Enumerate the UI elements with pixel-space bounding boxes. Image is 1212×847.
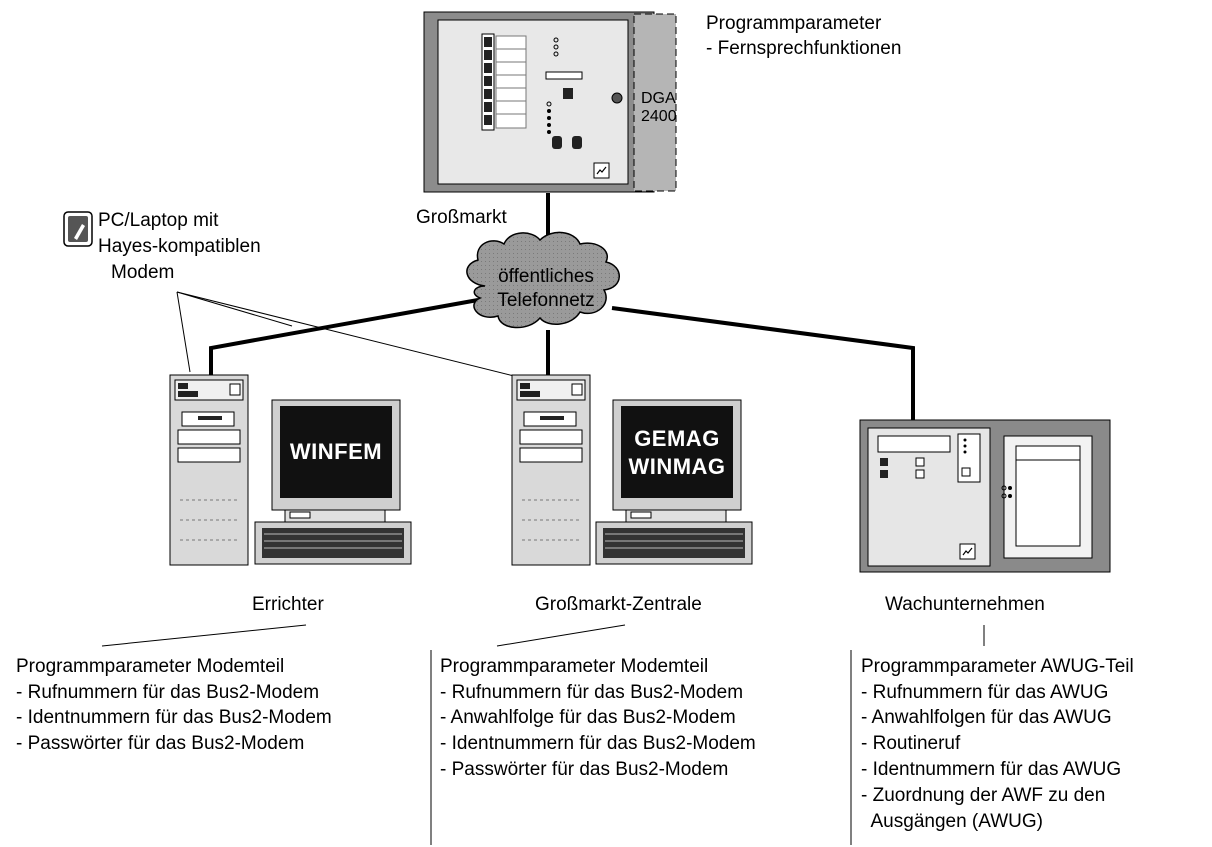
pc-note-line3: Modem xyxy=(111,262,174,283)
pc-note-line1: PC/Laptop mit xyxy=(98,210,219,231)
workstation-errichter: WINFEM xyxy=(169,374,412,566)
line-network-to-errichter xyxy=(209,298,479,375)
screen-label-line1: GEMAG xyxy=(634,426,720,451)
workstation-zentrale: GEMAG WINMAG xyxy=(511,374,753,566)
line-network-to-wachunternehmen xyxy=(611,306,915,420)
params-item: Ausgängen (AWUG) xyxy=(861,811,1043,832)
receiving-center xyxy=(859,419,1111,573)
tool-icon xyxy=(68,216,88,242)
central-front-panel xyxy=(437,19,629,185)
central-params-item: - Fernsprechfunktionen xyxy=(706,38,901,59)
central-model-label: DGA 2400 xyxy=(641,90,677,125)
receiver-display xyxy=(877,435,951,453)
params-item: - Identnummern für das Bus2-Modem xyxy=(16,707,332,728)
central-params: Programmparameter - Fernsprechfunktionen xyxy=(706,13,901,59)
receiver-logo-icon xyxy=(959,543,976,560)
parameter-pointers xyxy=(101,624,985,845)
params-item: - Rufnummern für das Bus2-Modem xyxy=(440,682,743,703)
pc-screen xyxy=(621,406,733,498)
params-item: - Identnummern für das AWUG xyxy=(861,759,1121,780)
screen-label-line2: WINMAG xyxy=(628,454,725,479)
params-zentrale: Programmparameter Modemteil - Rufnummern… xyxy=(440,656,756,780)
station-name-zentrale: Großmarkt-Zentrale xyxy=(535,594,702,615)
station-name-errichter: Errichter xyxy=(252,594,324,615)
params-item: - Routineruf xyxy=(861,733,961,754)
central-model: 2400 xyxy=(641,108,677,125)
central-params-title: Programmparameter xyxy=(706,13,882,34)
params-item: - Rufnummern für das AWUG xyxy=(861,682,1108,703)
central-label: DGA xyxy=(641,90,676,107)
pc-tower xyxy=(511,374,591,566)
params-item: - Passwörter für das Bus2-Modem xyxy=(440,759,728,780)
pc-note-pointers xyxy=(176,291,539,383)
params-title: Programmparameter AWUG-Teil xyxy=(861,656,1134,677)
params-item: - Anwahlfolge für das Bus2-Modem xyxy=(440,707,736,728)
params-title: Programmparameter Modemteil xyxy=(440,656,708,677)
params-item: - Identnummern für das Bus2-Modem xyxy=(440,733,756,754)
pc-tower xyxy=(169,374,249,566)
pc-screen xyxy=(280,406,392,498)
network-label-line1: öffentliches xyxy=(498,266,594,287)
network-label-line2: Telefonnetz xyxy=(497,290,594,311)
params-item: - Zuordnung der AWF zu den xyxy=(861,785,1105,806)
params-item: - Rufnummern für das Bus2-Modem xyxy=(16,682,319,703)
central-lock-icon xyxy=(611,92,623,104)
pc-note-line2: Hayes-kompatiblen xyxy=(98,236,261,257)
params-item: - Anwahlfolgen für das AWUG xyxy=(861,707,1112,728)
station-name-wachunternehmen: Wachunternehmen xyxy=(885,594,1045,615)
central-unit: DGA 2400 xyxy=(423,11,677,193)
params-wachunternehmen: Programmparameter AWUG-Teil - Rufnummern… xyxy=(861,656,1134,832)
central-logo-icon xyxy=(593,162,610,179)
central-side-panel xyxy=(633,13,677,192)
pc-note: PC/Laptop mit Hayes-kompatiblen Modem xyxy=(63,210,261,283)
params-title: Programmparameter Modemteil xyxy=(16,656,284,677)
central-keypad xyxy=(481,33,527,131)
network-cloud: öffentliches Telefonnetz xyxy=(466,231,620,329)
params-item: - Passwörter für das Bus2-Modem xyxy=(16,733,304,754)
central-leds xyxy=(545,37,583,149)
screen-label: WINFEM xyxy=(290,439,382,464)
params-errichter: Programmparameter Modemteil - Rufnummern… xyxy=(16,656,332,754)
central-location: Großmarkt xyxy=(416,207,508,228)
